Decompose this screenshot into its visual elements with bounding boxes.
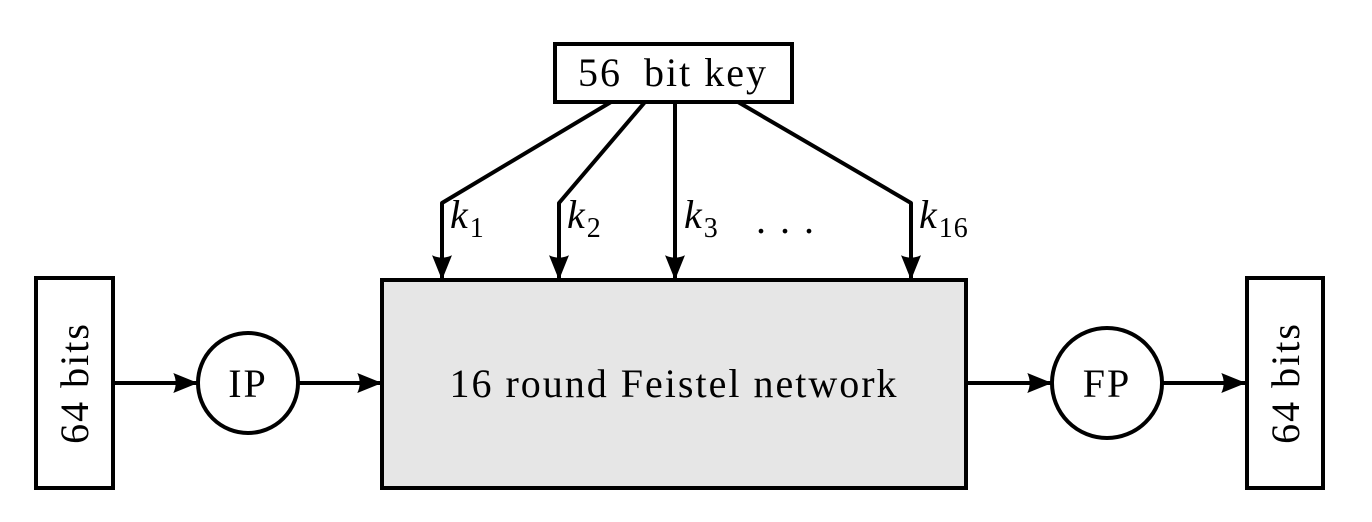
feistel-box-label: 16 round Feistel network (449, 361, 898, 406)
k1-subscript: 1 (470, 213, 485, 244)
output-box-label: 64 bits (1263, 322, 1308, 444)
key-box-label: 56 bit key (578, 50, 768, 95)
subkey-ellipsis: . . . (756, 197, 816, 242)
fp-node: FP (1050, 326, 1164, 440)
subkey-labels: k1 k2 k3 . . . k16 (450, 192, 969, 244)
input-box-rect (34, 276, 115, 490)
k2-subscript: 2 (587, 213, 602, 244)
key-box: 56 bit key (553, 42, 794, 104)
input-box: 64 bits (34, 276, 115, 490)
subkey-label-k1: k1 (450, 192, 485, 244)
k16-base: k (919, 192, 939, 237)
subkey-arrows (432, 100, 921, 280)
feistel-box-rect (380, 278, 968, 490)
k3-base: k (684, 192, 704, 237)
feistel-box: 16 round Feistel network (380, 278, 968, 490)
key-box-rect (553, 42, 794, 104)
k2-base: k (567, 192, 587, 237)
input-box-label: 64 bits (52, 322, 97, 444)
subkey-label-k2: k2 (567, 192, 602, 244)
subkey-label-k3: k3 (684, 192, 719, 244)
fp-node-circle (1050, 326, 1164, 440)
subkey-arrow-k1 (432, 100, 613, 280)
ip-node-circle (196, 331, 300, 435)
output-box-rect (1245, 276, 1325, 490)
fp-node-label: FP (1083, 361, 1132, 406)
subkey-arrow-k2 (549, 100, 647, 280)
subkey-label-k16: k16 (919, 192, 969, 244)
k16-subscript: 16 (939, 213, 969, 244)
ip-node-label: IP (228, 361, 268, 406)
subkey-arrow-k16 (736, 100, 921, 280)
ip-node: IP (196, 331, 300, 435)
output-box: 64 bits (1245, 276, 1325, 490)
k3-subscript: 3 (704, 213, 719, 244)
k1-base: k (450, 192, 470, 237)
